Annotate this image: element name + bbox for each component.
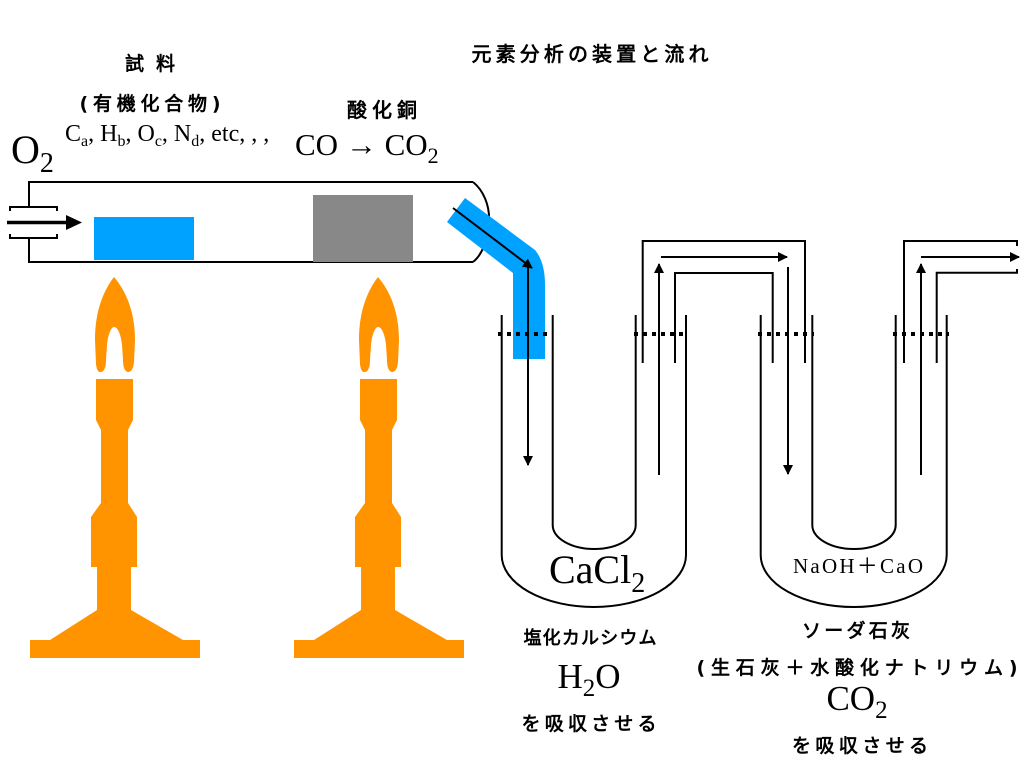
flame-icon xyxy=(359,277,399,373)
bunsen-burner-copper-oxide xyxy=(294,277,464,658)
soda-lime-detail: (生石灰＋水酸化ナトリウム) xyxy=(697,656,1018,679)
reaction-product: CO xyxy=(385,127,428,162)
formula-element: , N xyxy=(162,121,191,147)
reaction-arrow: → xyxy=(338,127,385,162)
sample-label: 試料 xyxy=(125,52,175,75)
exit-tube xyxy=(903,240,1018,363)
formula-element: C xyxy=(65,121,81,147)
flame-icon xyxy=(95,277,135,373)
formula-element: , O xyxy=(125,121,154,147)
soda-lime-name: ソーダ石灰 xyxy=(802,619,910,642)
inlet-bracket-top xyxy=(9,206,58,211)
oxidation-reaction: CO → CO2 xyxy=(295,127,439,168)
formula-subscript: d xyxy=(191,133,199,150)
oxygen-base: O xyxy=(11,127,40,172)
formula-element: , etc, , , xyxy=(199,121,269,147)
formula-element: , H xyxy=(88,121,117,147)
oxygen-subscript: 2 xyxy=(40,148,54,179)
cacl2-name: 塩化カルシウム xyxy=(524,627,657,649)
sample-boat xyxy=(94,217,194,260)
soda-lime-reagent-label: NaOH＋CaO xyxy=(793,554,923,578)
burner-body xyxy=(30,379,200,658)
copper-oxide-packing xyxy=(313,195,413,262)
reaction-reactant: CO xyxy=(295,127,338,162)
sample-formula: Ca, Hb, Oc, Nd, etc, , , xyxy=(65,121,269,150)
page-title: 元素分析の装置と流れ xyxy=(472,42,709,66)
formula-subscript: c xyxy=(155,133,162,150)
inlet-bracket-bottom xyxy=(9,234,58,239)
catalyst-label: 酸化銅 xyxy=(347,98,417,122)
outlet-tube xyxy=(447,198,545,359)
co2-formula: CO2 xyxy=(826,679,887,724)
u-tube-soda-lime xyxy=(758,315,949,608)
combustion-tube xyxy=(9,181,491,263)
connecting-tube xyxy=(641,240,806,363)
h2o-formula: H2O xyxy=(557,657,620,702)
flow-arrow-outlet xyxy=(452,207,533,269)
bunsen-burner-sample xyxy=(30,277,200,658)
h2o-absorb-caption: を吸収させる xyxy=(522,713,657,735)
co2-absorb-caption: を吸収させる xyxy=(792,735,928,757)
cacl2-reagent-label: CaCl2 xyxy=(549,547,645,599)
formula-subscript: a xyxy=(81,133,88,150)
reaction-product-subscript: 2 xyxy=(428,143,439,168)
oxygen-inlet-arrow xyxy=(7,215,82,230)
oxygen-formula: O2 xyxy=(11,127,54,179)
sample-sublabel: (有機化合物) xyxy=(80,92,221,115)
formula-subscript: b xyxy=(117,133,125,150)
burner-body xyxy=(294,379,464,658)
